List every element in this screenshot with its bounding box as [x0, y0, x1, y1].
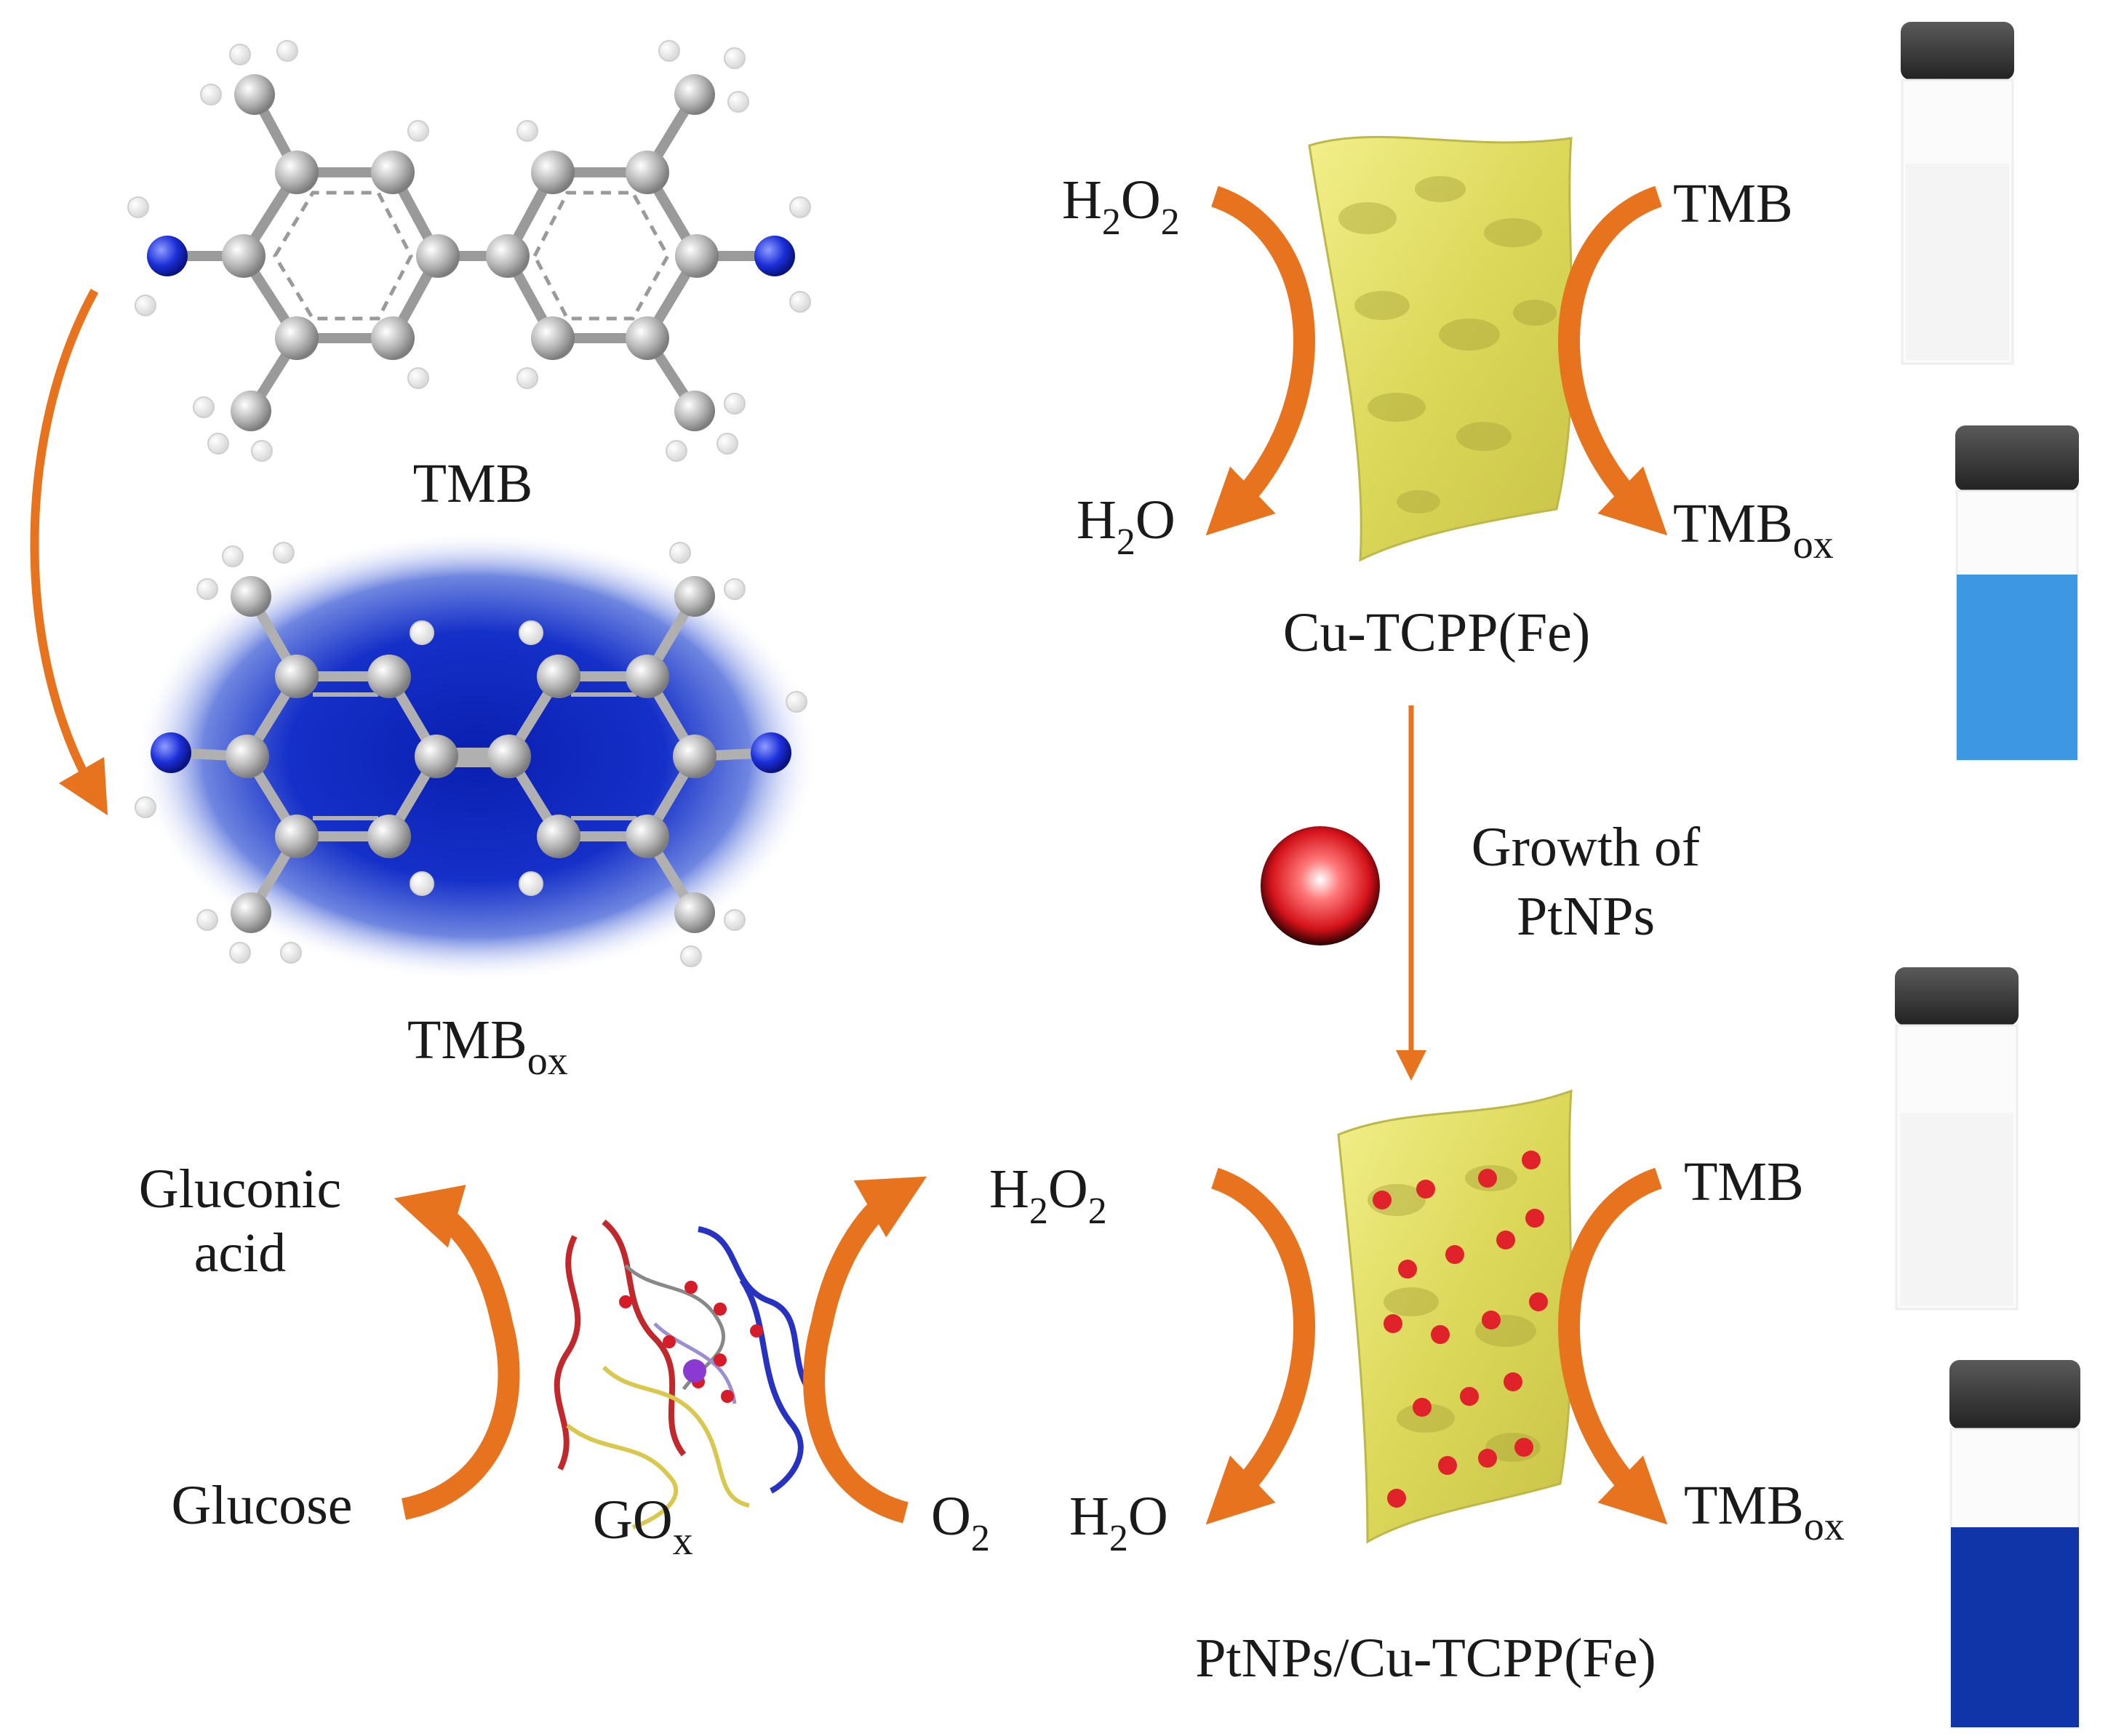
tmb-label: TMB: [413, 453, 533, 514]
growth-line2: PtNPs: [1517, 886, 1655, 947]
top-tmb-label: TMB: [1673, 173, 1793, 234]
vial-icon: [1949, 1360, 2080, 1729]
tmbox-label: TMBox: [407, 1009, 568, 1084]
gluconic-line1: Gluconic: [139, 1159, 342, 1220]
vial-icon: [1901, 22, 2014, 365]
oxidation-arrow: [30, 289, 108, 816]
o2-label: O2: [931, 1486, 990, 1559]
bottom-h2o2-to-h2o-arrow: [1205, 1167, 1315, 1525]
top-h2o2-label: H2O2: [1062, 169, 1180, 243]
gluconic-line2: acid: [194, 1223, 287, 1284]
glucose-label: Glucose: [171, 1475, 352, 1536]
gox-enzyme-icon: [554, 1219, 817, 1529]
h2o2-to-h2o-arrow: [1205, 185, 1315, 536]
gox-label: GOx: [593, 1489, 693, 1564]
bottom-tmb-to-tmbox-arrow: [1558, 1167, 1668, 1525]
o2-to-h2o2-arrow: [803, 1176, 927, 1524]
tmb-to-tmbox-arrow: [1558, 185, 1668, 536]
glucose-to-gluconic-arrow: [394, 1185, 520, 1520]
pt-nanosheet-icon: [1337, 1089, 1573, 1544]
bottom-tmbox-label: TMBox: [1684, 1475, 1845, 1549]
bottom-h2o2-label: H2O2: [989, 1159, 1107, 1232]
bottom-catalyst-label: PtNPs/Cu-TCPP(Fe): [1195, 1628, 1656, 1689]
pt-nanoparticle-icon: [1261, 826, 1380, 945]
top-h2o-label: H2O: [1077, 489, 1175, 563]
bottom-tmb-label: TMB: [1684, 1151, 1804, 1212]
growth-line1: Growth of: [1472, 817, 1701, 878]
top-catalyst-label: Cu-TCPP(Fe): [1283, 602, 1590, 663]
bottom-h2o-label: H2O: [1069, 1486, 1168, 1559]
vial-icon: [1895, 967, 2019, 1311]
tmb-molecule-icon: [127, 40, 811, 462]
tmbox-molecule-icon: [135, 531, 818, 982]
top-tmbox-label: TMBox: [1673, 493, 1834, 567]
vial-icon: [1955, 425, 2079, 761]
nanosheet-icon: [1308, 135, 1574, 562]
